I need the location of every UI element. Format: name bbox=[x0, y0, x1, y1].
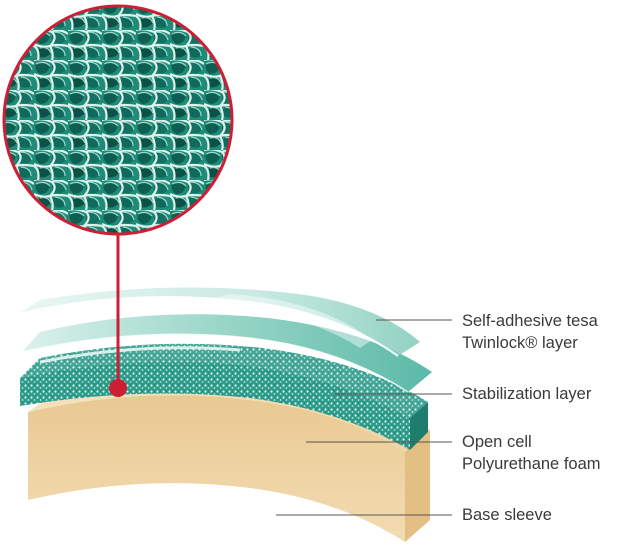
label-adhesive-line2: Twinlock® layer bbox=[462, 332, 598, 354]
label-foam-layer: Open cell Polyurethane foam bbox=[462, 431, 601, 475]
callout-marker bbox=[109, 379, 127, 397]
label-foam-line1: Open cell bbox=[462, 431, 601, 453]
magnified-foam-circle bbox=[0, 0, 240, 240]
label-adhesive-line1: Self-adhesive tesa bbox=[462, 310, 598, 332]
label-base: Base sleeve bbox=[462, 504, 552, 526]
label-foam-line2: Polyurethane foam bbox=[462, 453, 601, 475]
label-stabilization-layer: Stabilization layer bbox=[462, 383, 591, 405]
label-adhesive-layer: Self-adhesive tesa Twinlock® layer bbox=[462, 310, 598, 354]
label-stabilization: Stabilization layer bbox=[462, 383, 591, 405]
label-base-sleeve: Base sleeve bbox=[462, 504, 552, 526]
